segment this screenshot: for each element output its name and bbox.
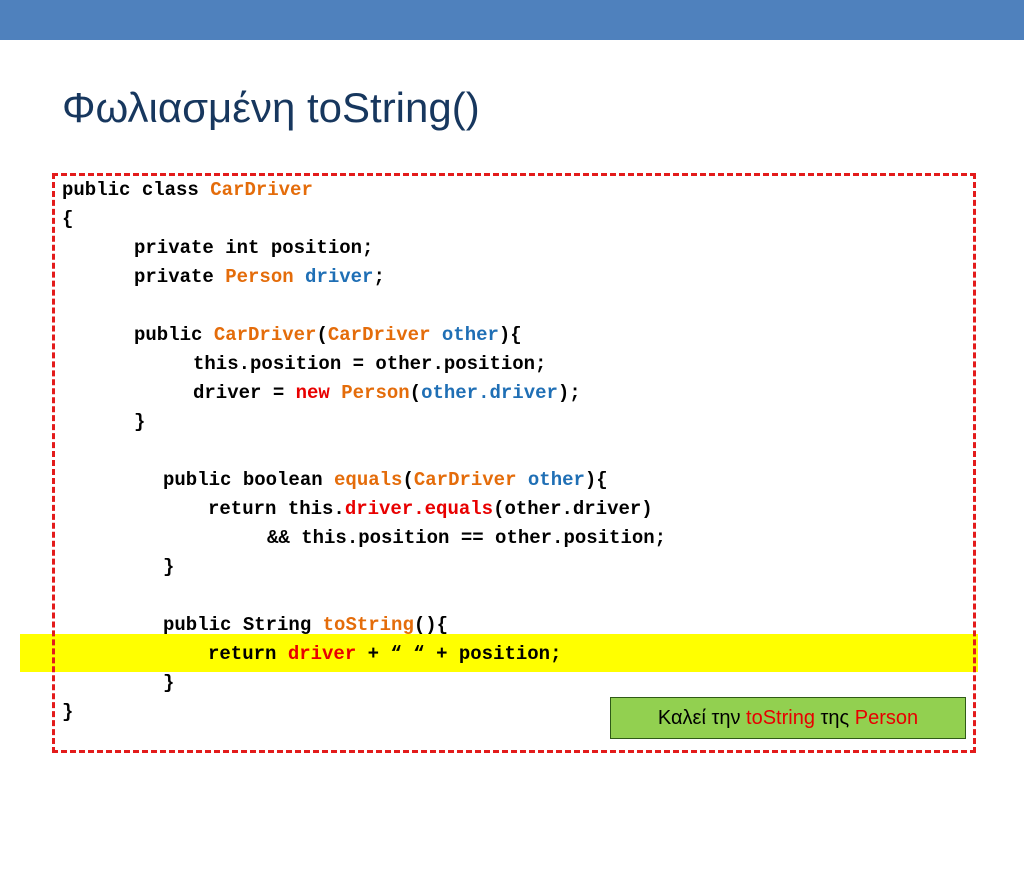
- param-name-token: other: [441, 324, 499, 346]
- nested-call-token: driver.equals: [344, 498, 494, 520]
- callout-method: toString: [746, 707, 815, 729]
- code-line-copy-position: this.position = other.position;: [193, 353, 547, 375]
- code-line-tostring-signature: public String toString(){: [163, 614, 449, 636]
- code-line-open-brace: {: [62, 208, 74, 230]
- code-frame: [52, 173, 976, 753]
- code-line-class-declaration: public class CarDriver: [62, 179, 313, 201]
- identifier-token: driver: [305, 266, 374, 288]
- param-name-token: other: [527, 469, 585, 491]
- slide-title: Φωλιασμένη toString(): [62, 84, 480, 131]
- argument-token: other.driver: [421, 382, 558, 404]
- code-line-equals-condition: && this.position == other.position;: [267, 527, 667, 549]
- class-name-token: CarDriver: [210, 179, 313, 201]
- method-name-token: equals: [334, 469, 403, 491]
- type-token: Person: [225, 266, 294, 288]
- code-line-equals-signature: public boolean equals(CarDriver other){: [163, 469, 608, 491]
- code-line-copy-driver: driver = new Person(other.driver);: [193, 382, 581, 404]
- callout-note: Καλεί την toString της Person: [610, 697, 966, 739]
- code-line-driver-field: private Person driver;: [134, 266, 385, 288]
- code-line-tostring-close: }: [163, 672, 175, 694]
- constructor-name-token: CarDriver: [213, 324, 317, 346]
- nested-tostring-token: driver: [287, 643, 357, 665]
- highlighted-line-band: [20, 634, 978, 672]
- code-line-copy-constructor: public CarDriver(CarDriver other){: [134, 324, 522, 346]
- code-line-constructor-close: }: [134, 411, 146, 433]
- code-block: public class CarDriver { private int pos…: [62, 176, 666, 880]
- code-line-equals-close: }: [163, 556, 175, 578]
- callout-class: Person: [854, 707, 919, 729]
- top-accent-bar: [0, 0, 1024, 40]
- code-line-tostring-return: return driver + “ “ + position;: [208, 643, 562, 665]
- method-name-token: toString: [322, 614, 414, 636]
- new-keyword-token: new: [295, 382, 330, 404]
- param-type-token: CarDriver: [413, 469, 517, 491]
- code-line-position-field: private int position;: [134, 237, 374, 259]
- code-line-equals-return: return this.driver.equals(other.driver): [208, 498, 653, 520]
- code-line-class-close: }: [62, 701, 74, 723]
- param-type-token: CarDriver: [327, 324, 431, 346]
- type-token: Person: [341, 382, 410, 404]
